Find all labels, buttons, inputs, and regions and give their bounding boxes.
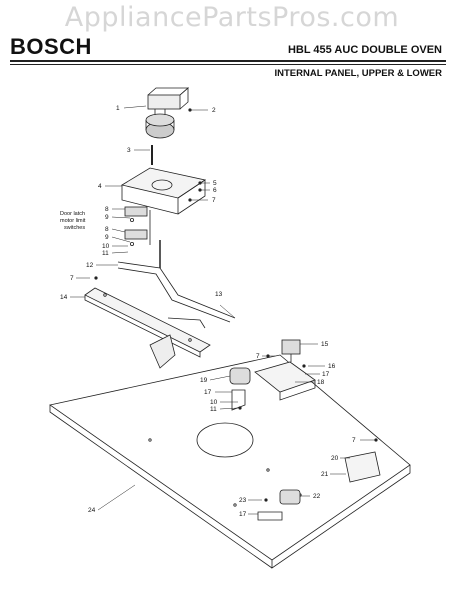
callout-5: 5 [213, 180, 217, 187]
callout-21: 21 [321, 471, 329, 478]
callout-6: 6 [213, 187, 217, 194]
motor-bracket [120, 167, 207, 215]
callout-17b: 17 [204, 389, 212, 396]
latch-rod [117, 240, 236, 329]
brand-logo: BOSCH [10, 34, 92, 59]
callout-16: 16 [328, 363, 336, 370]
note-line-3: switches [64, 225, 85, 231]
callout-9b: 9 [105, 234, 109, 241]
section-title: INTERNAL PANEL, UPPER & LOWER [274, 68, 443, 79]
callout-7b: 7 [70, 275, 74, 282]
callout-24: 24 [88, 507, 96, 514]
callout-14: 14 [60, 294, 68, 301]
callout-17c: 17 [239, 511, 247, 518]
base-panel [49, 354, 411, 569]
callout-23: 23 [239, 497, 247, 504]
callout-7c: 7 [256, 353, 260, 360]
callout-20: 20 [331, 455, 339, 462]
limit-switches [124, 206, 151, 246]
note-line-2: motor limit [60, 218, 86, 224]
callout-1: 1 [116, 105, 120, 112]
callout-3: 3 [127, 147, 131, 154]
bracket-20 [344, 451, 381, 483]
callout-13: 13 [215, 291, 223, 298]
callout-18: 18 [317, 379, 325, 386]
note-line-1: Door latch [60, 211, 85, 217]
callout-11b: 11 [210, 406, 217, 413]
watermark: AppliancePartsPros.com [64, 2, 400, 33]
callout-8b: 8 [105, 226, 109, 233]
lower-switch [257, 489, 301, 521]
callout-7d: 7 [352, 437, 356, 444]
callout-8: 8 [105, 206, 109, 213]
header-rule [10, 60, 446, 62]
latch-motor [145, 87, 190, 139]
switch-bracket-right [254, 339, 316, 401]
callout-22: 22 [313, 493, 321, 500]
callout-7: 7 [212, 197, 216, 204]
callout-10b: 10 [210, 399, 218, 406]
header-rule-thin [10, 64, 446, 65]
callout-11: 11 [102, 250, 109, 257]
callout-2: 2 [212, 107, 216, 114]
callout-19: 19 [200, 377, 208, 384]
latch-slide [84, 287, 211, 369]
callout-4: 4 [98, 183, 102, 190]
callout-9: 9 [105, 214, 109, 221]
callout-17: 17 [322, 371, 330, 378]
callout-15: 15 [321, 341, 329, 348]
model-title: HBL 455 AUC DOUBLE OVEN [287, 44, 442, 56]
callout-10: 10 [102, 243, 110, 250]
callout-12: 12 [86, 262, 94, 269]
